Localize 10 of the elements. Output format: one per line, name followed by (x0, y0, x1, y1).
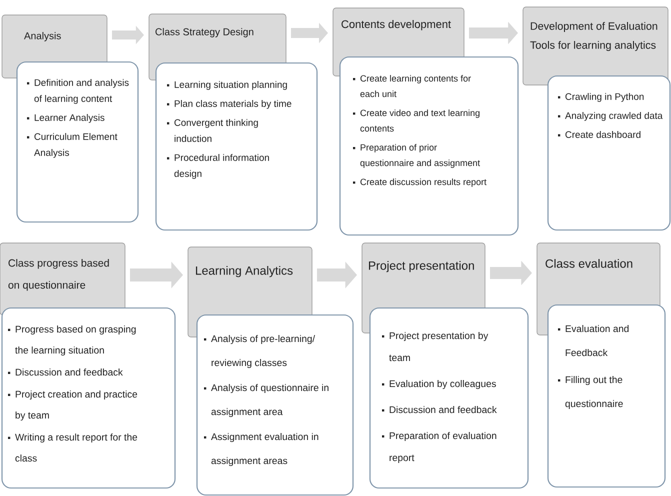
bullet-list-box: Create learning contents for each unit Create video and text learning contents Preparation of prior questionnaire and assignment Create discussion results report (339, 56, 519, 236)
header-box: Class progress based on questionnaire (0, 242, 126, 316)
header-box: Development of Evaluation Tools for learning analytics (522, 6, 668, 86)
bullet-list-box: Progress based on grasping the learning situation Discussion and feedback Project creation and practice by team Writing a result report for the class (1, 307, 176, 489)
bullet-list-box: Evaluation and Feedback Filling out the questionnaire (547, 304, 666, 488)
bullet-list-box: Project presentation by team Evaluation by colleagues Discussion and feedback Preparation of evaluation report (369, 307, 529, 489)
bullet-list-box: Analysis of pre-learning/ reviewing classes Analysis of questionnaire in assignment area Assignment evaluation in assignment areas (196, 314, 354, 496)
bullet-list-box: Definition and analysis of learning content Learner Analysis Curriculum Element Analysis (16, 61, 139, 223)
bullet-list-box: Crawling in Python Analyzing crawled data Create dashboard (547, 75, 671, 231)
bullet-list-box: Learning situation planning Plan class materials by time Convergent thinking induction Procedural information design (155, 62, 318, 231)
